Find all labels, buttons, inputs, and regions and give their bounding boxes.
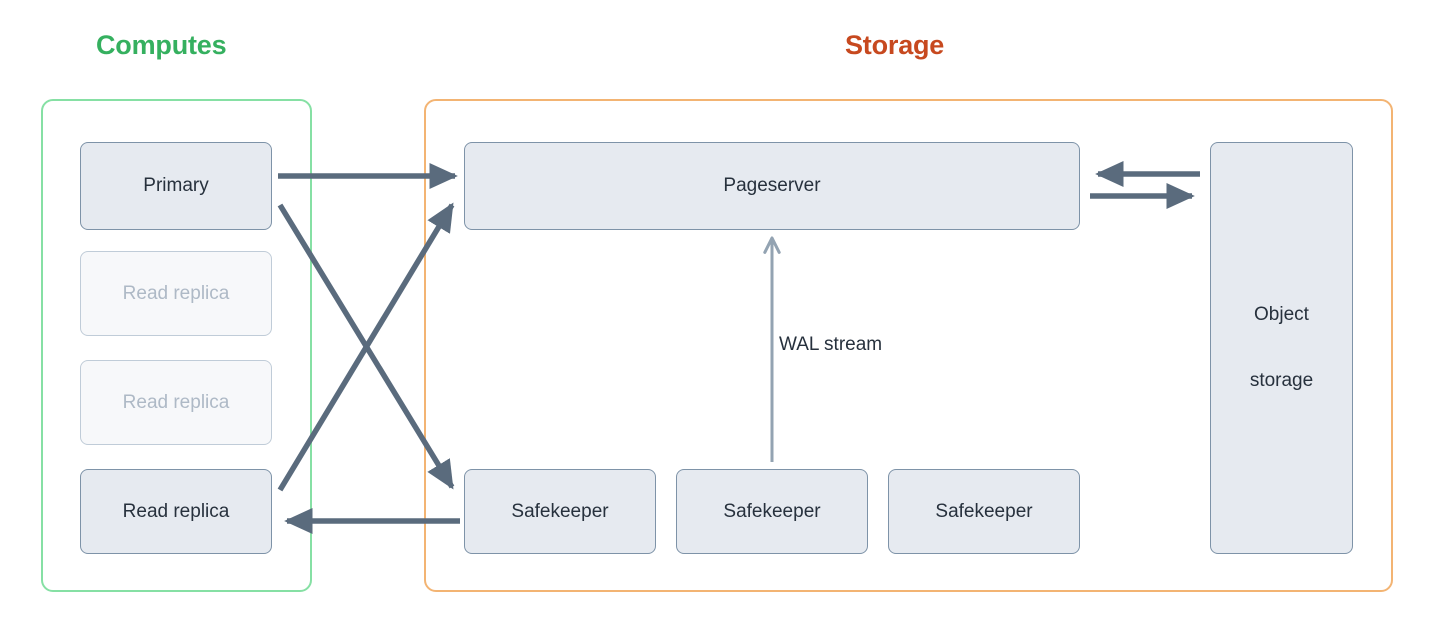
object-storage-line-1: Object — [1254, 304, 1309, 326]
node-safekeeper-2[interactable]: Safekeeper — [676, 469, 868, 554]
node-safekeeper-3[interactable]: Safekeeper — [888, 469, 1080, 554]
computes-group-title: Computes — [96, 30, 227, 60]
node-safekeeper-1[interactable]: Safekeeper — [464, 469, 656, 554]
node-read-replica-3[interactable]: Read replica — [80, 469, 272, 554]
object-storage-line-2: storage — [1249, 370, 1314, 391]
node-object-storage[interactable]: Object storage — [1210, 142, 1353, 554]
node-pageserver[interactable]: Pageserver — [464, 142, 1080, 230]
node-primary[interactable]: Primary — [80, 142, 272, 230]
node-read-replica-2[interactable]: Read replica — [80, 360, 272, 445]
node-read-replica-1[interactable]: Read replica — [80, 251, 272, 336]
storage-group-title: Storage — [845, 30, 945, 60]
wal-stream-label: WAL stream — [779, 334, 883, 355]
